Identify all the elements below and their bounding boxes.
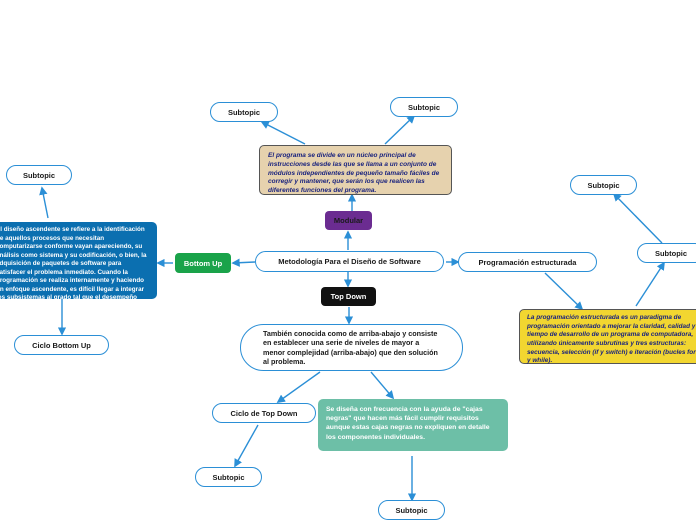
modular-subtopic-right[interactable]: Subtopic [390,97,458,117]
edge-pe-desc [544,272,584,311]
bottom-up-node[interactable]: Bottom Up [175,253,231,273]
bottom-up-subtopic[interactable]: Subtopic [6,165,72,185]
cajas-negras-description[interactable]: Se diseña con frecuencia con la ayuda de… [318,399,508,451]
programacion-estructurada-description[interactable]: La programación estructurada es un parad… [519,309,696,364]
ciclo-top-down-subtopic[interactable]: Subtopic [195,467,262,487]
top-down-description[interactable]: También conocida como de arriba-abajo y … [240,324,463,371]
edge-budesc-sub [39,186,49,219]
edge-sub-sub [612,192,663,244]
root-topic[interactable]: Metodología Para el Diseño de Software [255,251,444,272]
ciclo-bottom-up[interactable]: Ciclo Bottom Up [14,335,109,355]
bottom-up-description[interactable]: El diseño ascendente se refiere a la ide… [0,222,157,310]
programacion-estructurada-subtopic[interactable]: Subtopic [637,243,696,263]
ciclo-top-down[interactable]: Ciclo de Top Down [212,403,316,423]
top-down-node[interactable]: Top Down [321,287,376,306]
edge-tddesc-ciclo [276,371,321,403]
cajas-negras-subtopic[interactable]: Subtopic [378,500,445,520]
edge-desc-sub-right [384,114,416,145]
modular-node[interactable]: Modular [325,211,372,230]
modular-description[interactable]: El programa se divide en un núcleo princ… [259,145,452,195]
modular-subtopic-left[interactable]: Subtopic [210,102,278,122]
edge-pedesc-sub [635,261,665,307]
programacion-estructurada-sub-subtopic[interactable]: Subtopic [570,175,637,195]
programacion-estructurada-node[interactable]: Programación estructurada [458,252,597,272]
edge-ciclo-sub [234,424,259,468]
edge-root-bottomup [231,258,256,267]
edge-tddesc-cajas [370,371,395,400]
edge-desc-sub-left [260,121,306,145]
